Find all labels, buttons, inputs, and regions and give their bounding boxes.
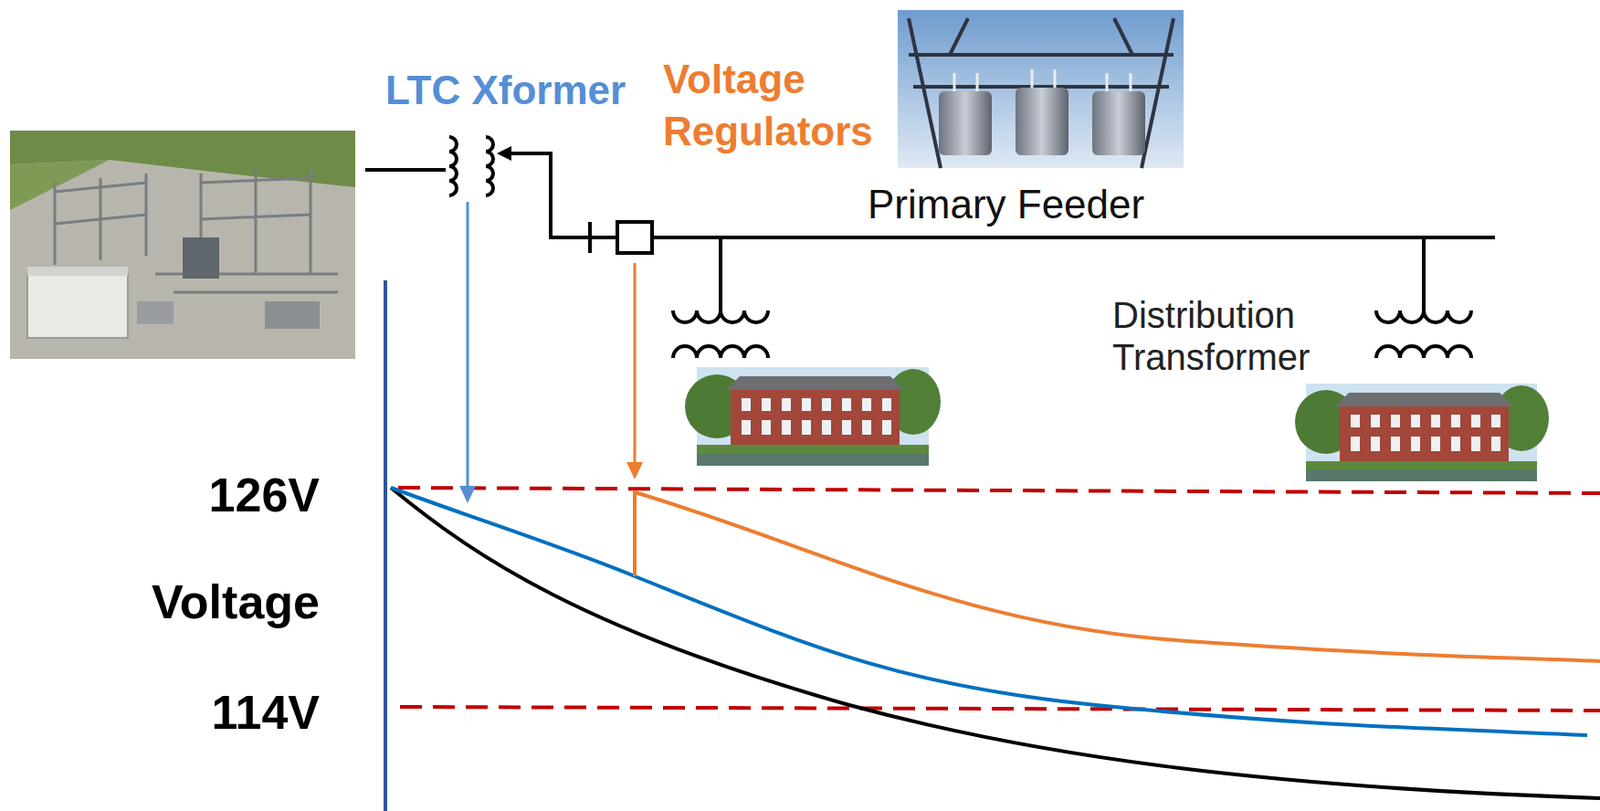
house-photo (1294, 383, 1549, 482)
profile-curve (390, 487, 1588, 736)
leader-arrow (633, 263, 637, 466)
voltage-axis (383, 280, 388, 811)
tap-arrowhead (496, 146, 512, 161)
leader-arrowhead (459, 485, 476, 504)
equipment-label: Distribution Transformer (1112, 294, 1350, 379)
leader-arrow (466, 201, 470, 490)
regulators-photo (897, 10, 1184, 169)
house-photo (684, 367, 941, 466)
leader-arrowhead (626, 462, 643, 480)
limit-line (398, 487, 1600, 494)
substation-photo (10, 130, 356, 359)
equipment-label: LTC Xformer (385, 67, 660, 115)
feeder-label: Primary Feeder (867, 182, 1215, 227)
one-line-wiring (365, 136, 1495, 358)
profile-curve (634, 492, 1600, 662)
level-label: 114V (136, 685, 320, 741)
limit-line (400, 706, 1600, 711)
level-label: 126V (136, 468, 320, 524)
axis-label: Voltage (118, 575, 320, 631)
profile-curve (390, 487, 1600, 799)
equipment-label: Voltage Regulators (663, 52, 892, 158)
